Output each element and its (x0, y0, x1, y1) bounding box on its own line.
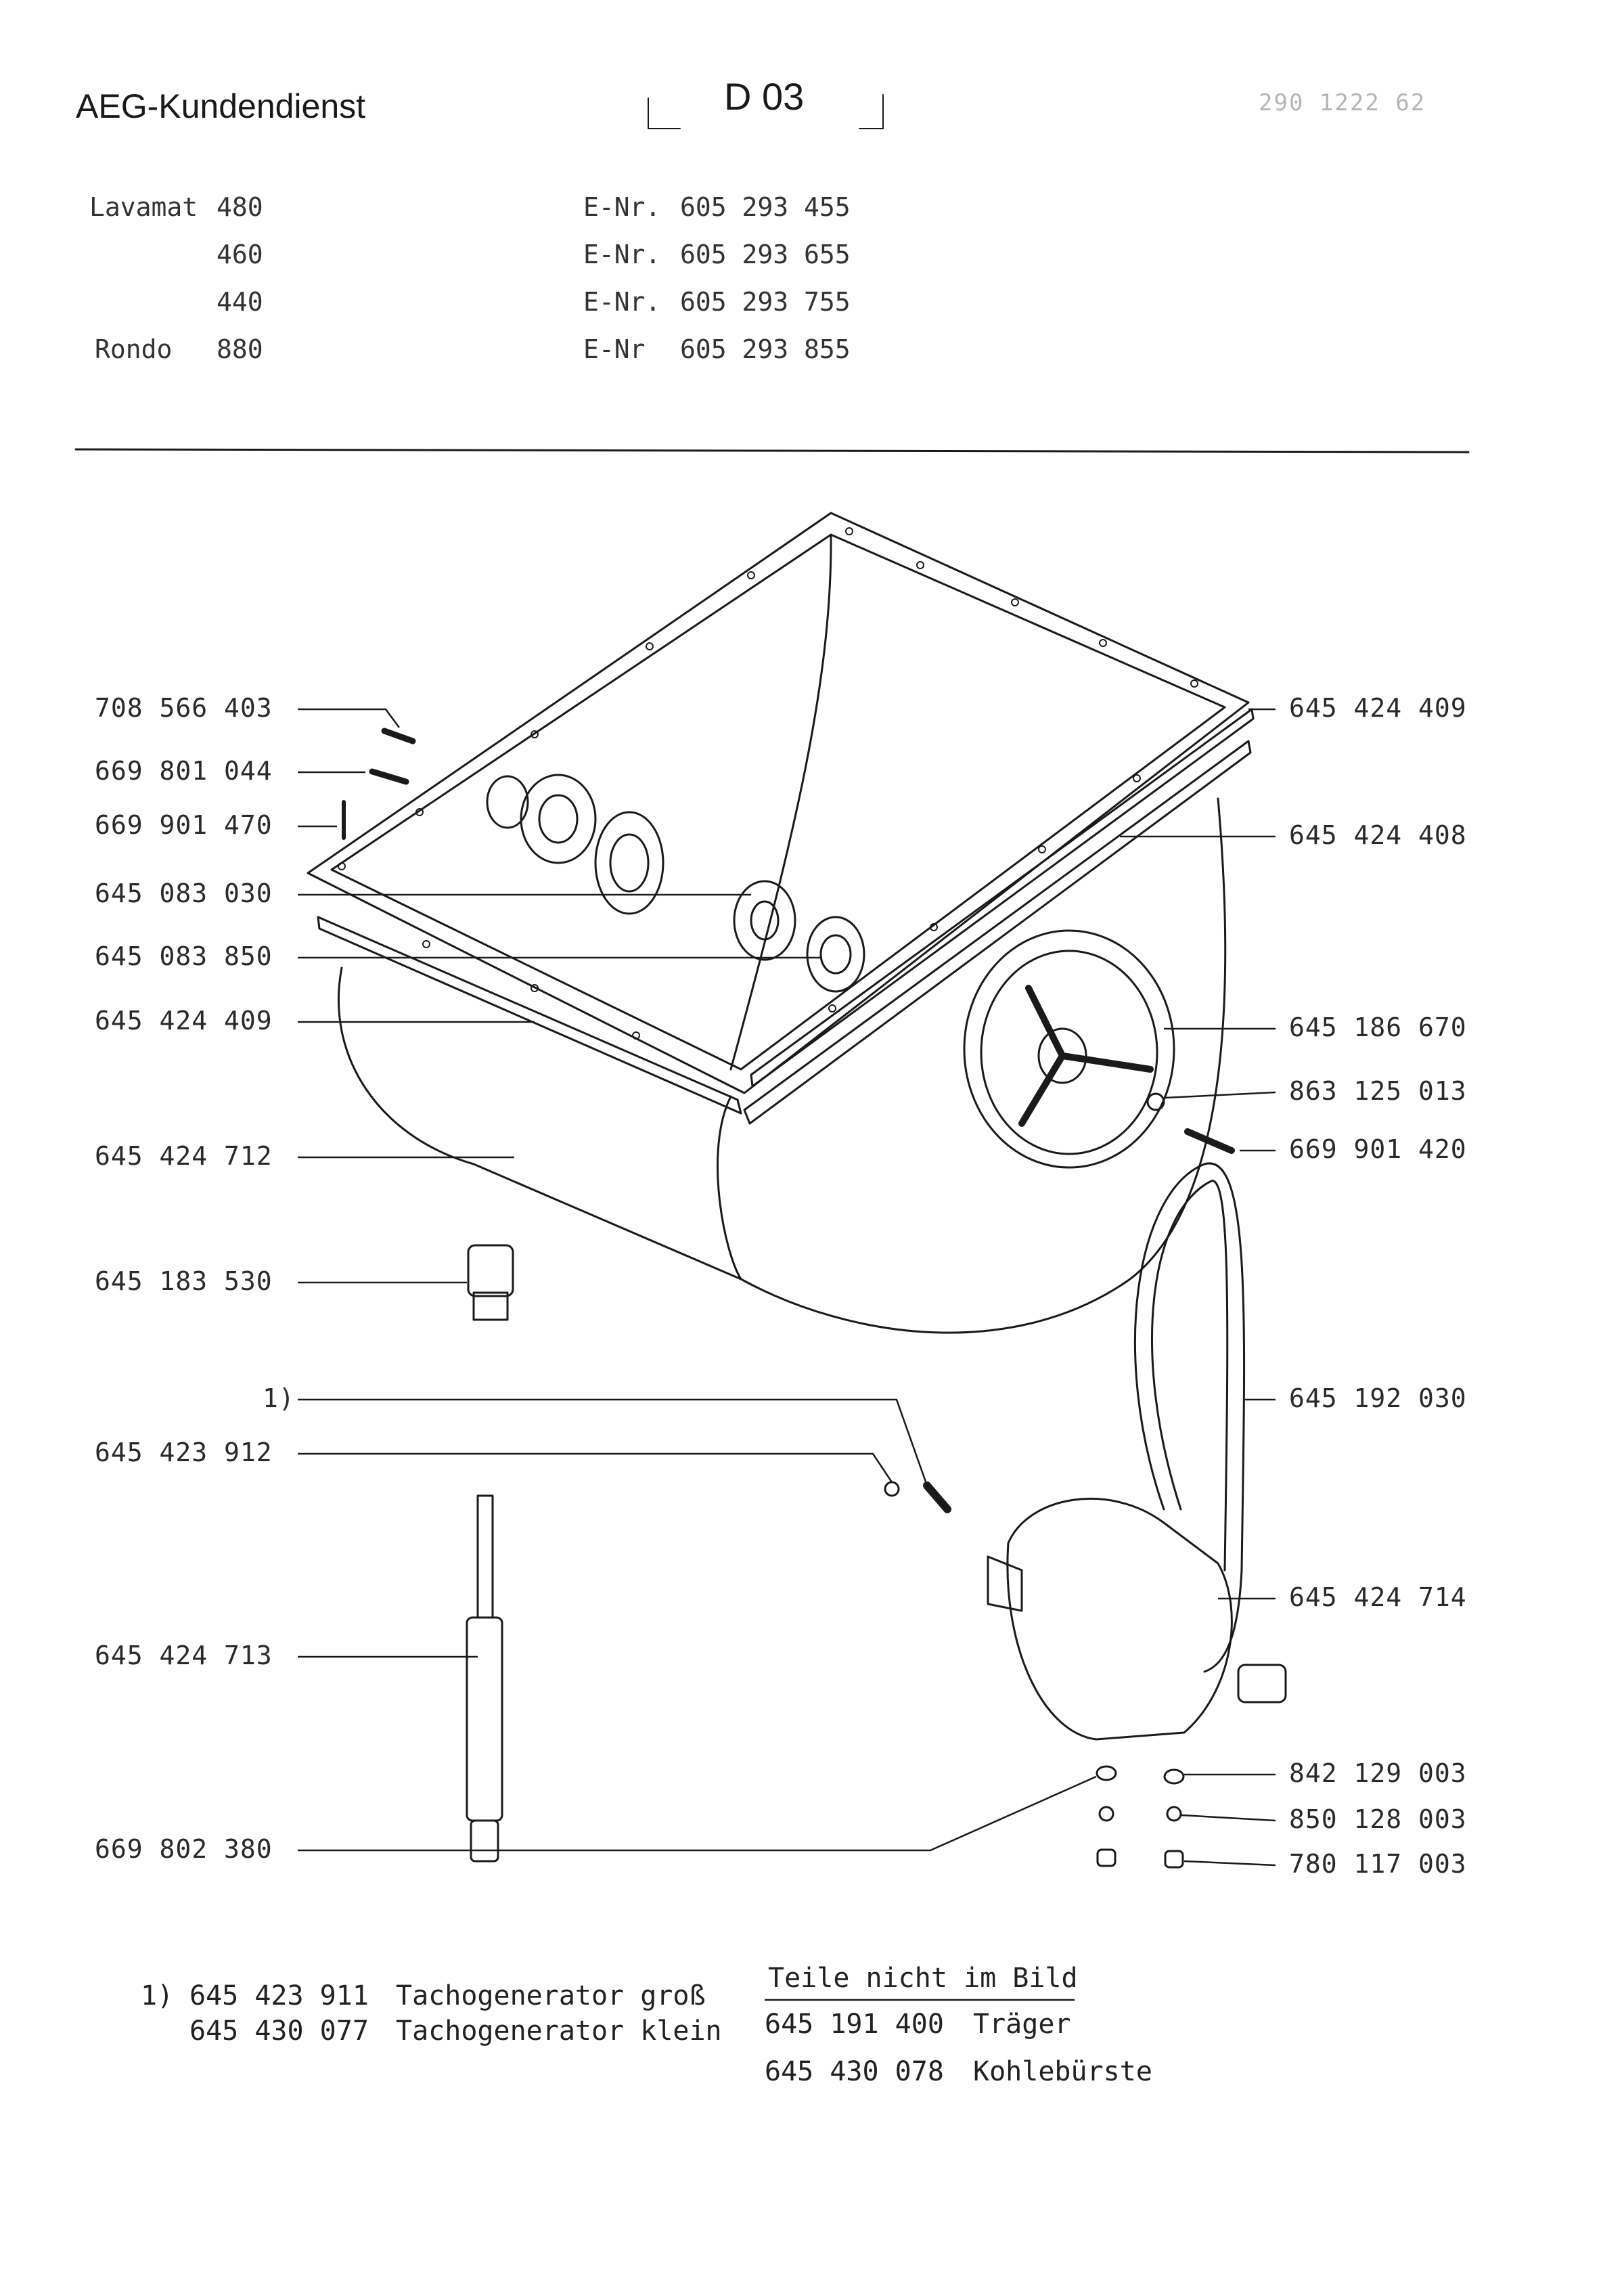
flange-plate (520, 774, 597, 864)
part-number-label: 863 125 013 (1289, 1076, 1467, 1106)
document-number: 290 1222 62 (1259, 89, 1426, 116)
nut-left (1098, 1806, 1114, 1822)
bearing-hub (594, 811, 664, 915)
enr-number: 605 293 855 (680, 334, 851, 364)
tub-frame-outer (307, 512, 1250, 1094)
part-number: 645 430 078 (765, 2056, 944, 2087)
part-number-label: 645 192 030 (1289, 1383, 1467, 1413)
damper-rod (476, 1494, 494, 1619)
part-number-label: 708 566 403 (95, 693, 273, 723)
part-description: Kohlebürste (973, 2056, 1152, 2087)
footnote-text: Tachogenerator klein (396, 2015, 722, 2047)
part-number-label: 645 423 912 (95, 1438, 273, 1467)
locknut-left (1096, 1848, 1116, 1867)
page-title: AEG-Kundendienst (76, 87, 366, 125)
washer-right (1163, 1768, 1185, 1785)
damper-foot (467, 1244, 514, 1297)
part-number-label: 850 128 003 (1289, 1804, 1467, 1834)
motor-shaft (1237, 1664, 1287, 1703)
model-variant: 440 (217, 287, 263, 317)
footnote-marker: 1) (263, 1383, 295, 1413)
part-number-label: 669 901 470 (95, 810, 273, 840)
part-number-label: 645 424 712 (95, 1141, 273, 1171)
locknut-right (1164, 1850, 1184, 1869)
part-number-label: 669 801 044 (95, 756, 273, 786)
model-name: Rondo (95, 334, 173, 364)
model-variant: 460 (217, 240, 263, 269)
enr-label: E-Nr (583, 334, 646, 364)
document-code: D 03 (724, 75, 805, 118)
right-gasket-strip (743, 740, 1252, 1125)
tub-body (338, 797, 1227, 1334)
tacho-generator (923, 1481, 951, 1513)
separator-line (74, 448, 1470, 453)
nut-right (1166, 1806, 1182, 1822)
part-number-label: 645 083 850 (95, 941, 273, 971)
part-number-label: 645 424 714 (1289, 1582, 1467, 1612)
footnote-text: Tachogenerator groß (396, 1980, 706, 2011)
part-number-label: 645 083 030 (95, 878, 273, 908)
model-variant: 480 (217, 192, 263, 222)
bolt-middle (369, 768, 409, 785)
bolt-top (381, 728, 416, 744)
model-name: Lavamat (89, 192, 198, 222)
part-number-label: 645 424 409 (95, 1006, 273, 1035)
frame-holes (338, 527, 1198, 1040)
part-description: Träger (973, 2009, 1071, 2040)
footnote-number: 645 430 077 (189, 2015, 369, 2047)
part-number-label: 669 802 380 (95, 1834, 273, 1864)
washer-left (1096, 1765, 1117, 1781)
motor-body (1006, 1498, 1233, 1741)
enr-number: 605 293 655 (680, 240, 851, 269)
enr-number: 605 293 455 (680, 192, 851, 222)
center-seal (806, 916, 865, 993)
model-variant: 880 (217, 334, 263, 364)
part-number-label: 645 424 408 (1289, 820, 1467, 850)
tacho-washer (884, 1481, 900, 1497)
enr-label: E-Nr. (583, 192, 661, 222)
part-number-label: 645 186 670 (1289, 1012, 1467, 1042)
part-number: 645 191 400 (765, 2009, 944, 2040)
flange-ring (486, 775, 529, 829)
leader-lines (298, 708, 1276, 2001)
tub-inner-curve (729, 533, 832, 1071)
center-flange (733, 880, 796, 961)
part-number-label: 780 117 003 (1289, 1849, 1467, 1879)
part-number-label: 645 183 530 (95, 1266, 273, 1296)
washer (1146, 1092, 1165, 1111)
parts-not-shown-heading: Teile nicht im Bild (768, 1963, 1078, 1994)
enr-label: E-Nr. (583, 287, 661, 317)
part-number-label: 645 424 409 (1289, 693, 1467, 723)
front-gasket-strip (317, 916, 742, 1115)
part-number-label: 645 424 713 (95, 1641, 273, 1670)
drum-pulley (963, 929, 1175, 1169)
part-number-label: 842 129 003 (1289, 1758, 1467, 1788)
part-number-label: 669 901 420 (1289, 1134, 1467, 1164)
drive-belt (1133, 1162, 1246, 1673)
enr-label: E-Nr. (583, 240, 661, 269)
footnote-marker: 1) (141, 1980, 174, 2011)
footnote-number: 645 423 911 (189, 1980, 369, 2011)
pulley-screw (1184, 1128, 1235, 1154)
tub-frame-inner (330, 533, 1226, 1071)
damper-cylinder (466, 1616, 503, 1822)
enr-number: 605 293 755 (680, 287, 851, 317)
